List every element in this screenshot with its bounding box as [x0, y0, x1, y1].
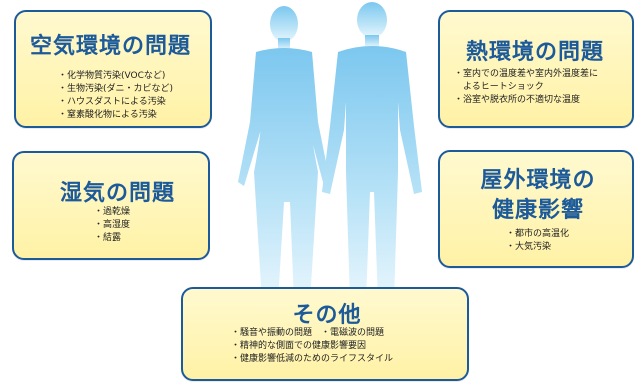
list-item: ハウスダストによる汚染: [58, 96, 173, 109]
list-item: 窒素酸化物による汚染: [58, 109, 173, 122]
other-title: その他: [292, 303, 362, 328]
human-silhouettes: [238, 2, 422, 302]
woman-silhouette: [238, 6, 330, 302]
outdoor-environment-list: 都市の高温化 大気汚染: [506, 228, 569, 254]
heat-environment-title: 熱環境の問題: [466, 40, 605, 65]
list-item: 騒音や振動の問題 ・電磁波の問題: [231, 327, 393, 340]
list-item-continuation: よるヒートショック: [463, 82, 544, 92]
air-environment-box: 空気環境の問題 化学物質汚染(VOCなど) 生物汚染(ダニ・カビなど) ハウスダ…: [14, 10, 212, 128]
list-item: 大気汚染: [506, 241, 569, 254]
humidity-list: 過乾燥 高湿度 結露: [94, 206, 130, 245]
list-item: 都市の高温化: [506, 228, 569, 241]
man-silhouette: [322, 2, 422, 302]
outdoor-environment-box: 屋外環境の 健康影響 都市の高温化 大気汚染: [438, 150, 634, 268]
humidity-title: 湿気の問題: [60, 181, 176, 206]
outdoor-title-line1: 屋外環境の: [480, 168, 596, 193]
other-list: 騒音や振動の問題 ・電磁波の問題 精神的な側面での健康影響要因 健康影響低減のた…: [231, 327, 393, 366]
heat-environment-box: 熱環境の問題 室内での温度差や室内外温度差に よるヒートショック 浴室や脱衣所の…: [438, 10, 634, 128]
list-item: 化学物質汚染(VOCなど): [58, 70, 173, 83]
outdoor-environment-title: 屋外環境の 健康影響: [440, 166, 634, 226]
air-environment-list: 化学物質汚染(VOCなど) 生物汚染(ダニ・カビなど) ハウスダストによる汚染 …: [58, 70, 173, 122]
heat-environment-list: 室内での温度差や室内外温度差に よるヒートショック 浴室や脱衣所の不適切な温度: [454, 68, 598, 107]
list-item: 精神的な側面での健康影響要因: [231, 340, 393, 353]
list-item: 結露: [94, 232, 130, 245]
outdoor-title-line2: 健康影響: [491, 198, 584, 223]
list-item: 健康影響低減のためのライフスタイル: [231, 353, 393, 366]
humidity-box: 湿気の問題 過乾燥 高湿度 結露: [12, 151, 210, 260]
list-item: 室内での温度差や室内外温度差に: [454, 68, 598, 81]
list-item: 生物汚染(ダニ・カビなど): [58, 83, 173, 96]
list-item: 高湿度: [94, 219, 130, 232]
air-environment-title: 空気環境の問題: [30, 34, 192, 59]
list-item: 過乾燥: [94, 206, 130, 219]
list-item: 浴室や脱衣所の不適切な温度: [454, 94, 598, 107]
other-box: その他 騒音や振動の問題 ・電磁波の問題 精神的な側面での健康影響要因 健康影響…: [181, 287, 469, 381]
